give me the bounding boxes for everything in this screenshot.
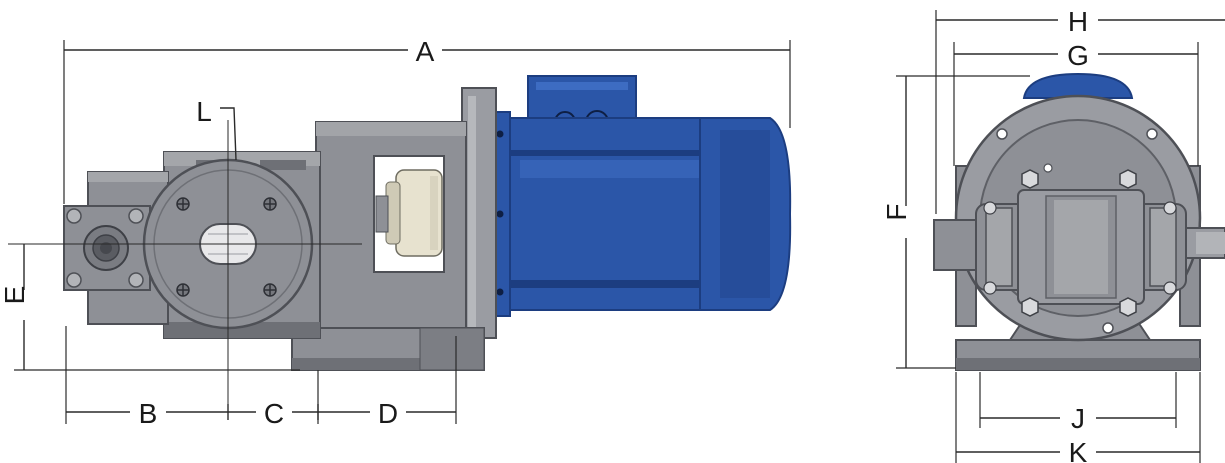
- label-g: G: [1067, 40, 1089, 71]
- label-k: K: [1069, 437, 1088, 463]
- dimension-f: F: [881, 75, 1030, 369]
- motor: [489, 75, 792, 317]
- label-c: C: [264, 398, 284, 429]
- label-j: J: [1071, 403, 1085, 434]
- dimension-k: K: [955, 372, 1201, 463]
- dimension-g: G: [953, 38, 1199, 166]
- label-e: E: [0, 286, 30, 305]
- dimension-e: E: [0, 244, 300, 371]
- label-l: L: [196, 96, 212, 127]
- dimension-h: H: [935, 4, 1225, 214]
- side-view: A L E B C D: [0, 32, 792, 430]
- lantern-housing: [315, 121, 467, 335]
- motor-fan-cover: [699, 117, 792, 311]
- label-h: H: [1068, 6, 1088, 37]
- label-d: D: [378, 398, 398, 429]
- dimension-a: A: [63, 32, 791, 204]
- relief-valve-housing: [63, 171, 169, 325]
- label-f: F: [881, 203, 912, 220]
- dimension-l: L: [196, 96, 237, 161]
- mounting-flange: [461, 87, 497, 339]
- label-a: A: [416, 36, 435, 67]
- dimension-bcd: B C D: [65, 326, 457, 430]
- label-b: B: [139, 398, 158, 429]
- dimension-j: J: [979, 372, 1177, 434]
- motor-top-blue: [1022, 72, 1134, 99]
- front-view: H G F J: [881, 4, 1225, 463]
